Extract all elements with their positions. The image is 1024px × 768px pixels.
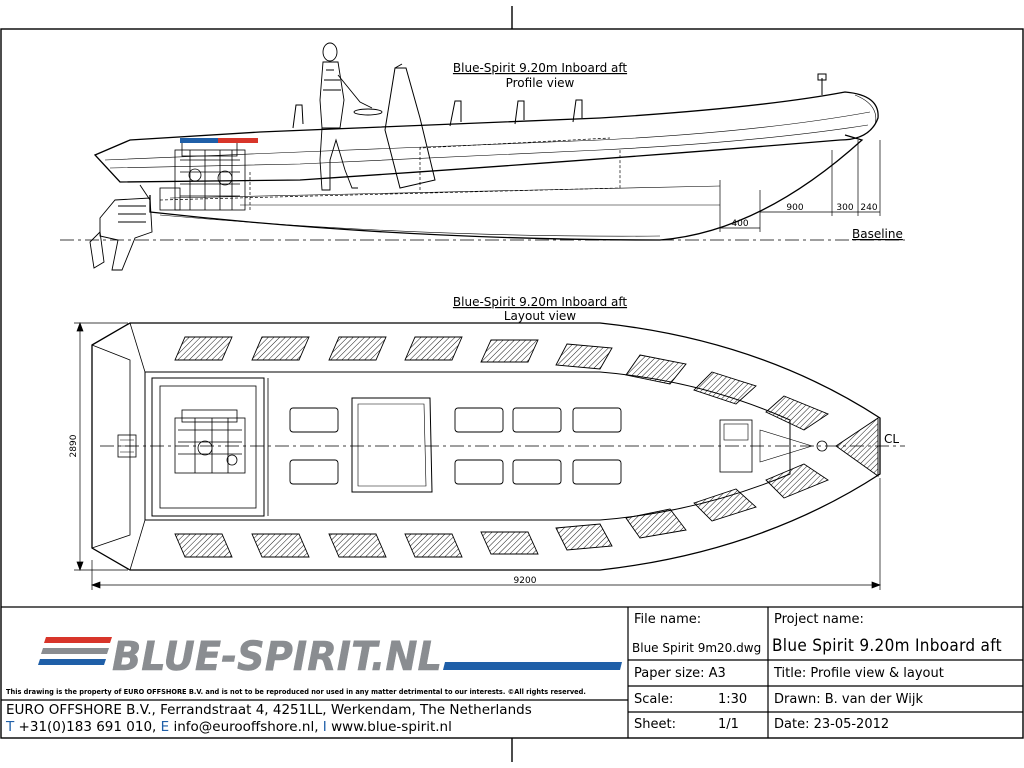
website: www.blue-spirit.nl xyxy=(326,719,452,735)
width-dim-value: 2890 xyxy=(69,434,79,457)
hull-outline xyxy=(149,134,864,241)
grip-pads-top xyxy=(174,336,829,431)
baseline-label: Baseline xyxy=(852,227,903,241)
console xyxy=(384,67,436,189)
grip-pads-bottom xyxy=(174,463,829,558)
email-letter: E xyxy=(160,719,170,735)
layout-tube-outer xyxy=(91,322,881,571)
width-dimension xyxy=(74,322,128,571)
dim-400: 400 xyxy=(731,219,748,229)
scale-label: Scale: xyxy=(634,692,674,707)
sheet-value: 1/1 xyxy=(718,717,739,732)
paper-size: Paper size: A3 xyxy=(634,666,726,681)
blue-spirit-logo: BLUE-SPIRIT.NL xyxy=(38,634,622,680)
person-figure xyxy=(319,42,383,191)
sheet-label: Sheet: xyxy=(634,717,676,732)
dim-300: 300 xyxy=(836,203,853,213)
centerline-label: CL xyxy=(884,432,899,446)
layout-engine xyxy=(174,409,246,474)
dim-900: 900 xyxy=(786,203,803,213)
layout-seats xyxy=(289,407,622,485)
profile-engine xyxy=(159,141,246,211)
file-name-value: Blue Spirit 9m20.dwg xyxy=(632,641,762,655)
profile-tube xyxy=(93,91,879,183)
bow-locker xyxy=(835,417,879,477)
title-block-grid xyxy=(1,606,1023,738)
drawing-title: Title: Profile view & layout xyxy=(774,666,944,681)
length-dim-value: 9200 xyxy=(514,576,537,586)
property-note: This drawing is the property of EURO OFF… xyxy=(6,688,586,696)
scale-value: 1:30 xyxy=(718,692,748,707)
company-address: EURO OFFSHORE B.V., Ferrandstraat 4, 425… xyxy=(6,702,532,718)
dim-240: 240 xyxy=(860,203,877,213)
drawing-date: Date: 23-05-2012 xyxy=(774,717,890,732)
layout-title-line2: Layout view xyxy=(504,309,576,323)
web-letter: I xyxy=(322,719,327,735)
layout-view: Blue-Spirit 9.20m Inboard aft Layout vie… xyxy=(69,295,905,590)
console-top xyxy=(351,397,433,493)
file-name-label: File name: xyxy=(634,612,702,627)
length-dimension xyxy=(91,478,881,590)
email: info@eurooffshore.nl, xyxy=(169,719,323,735)
profile-view: Blue-Spirit 9.20m Inboard aft Profile vi… xyxy=(60,42,905,271)
layout-title-line1: Blue-Spirit 9.20m Inboard aft xyxy=(453,295,627,309)
company-contact: T +31(0)183 691 010, E info@eurooffshore… xyxy=(6,719,452,735)
phone-letter: T xyxy=(6,719,15,735)
profile-dimensions xyxy=(719,140,881,232)
sheet-border xyxy=(0,28,1024,739)
engine-well xyxy=(151,377,265,517)
profile-title-line2: Profile view xyxy=(506,76,575,90)
project-name-label: Project name: xyxy=(774,612,864,627)
project-name-value: Blue Spirit 9.20m Inboard aft xyxy=(772,636,1002,656)
phone: +31(0)183 691 010, xyxy=(14,719,161,735)
profile-title-line1: Blue-Spirit 9.20m Inboard aft xyxy=(453,61,627,75)
sterndrive xyxy=(89,184,153,271)
drawn-by: Drawn: B. van der Wijk xyxy=(774,692,923,707)
logo-text: BLUE-SPIRIT.NL xyxy=(112,634,442,680)
